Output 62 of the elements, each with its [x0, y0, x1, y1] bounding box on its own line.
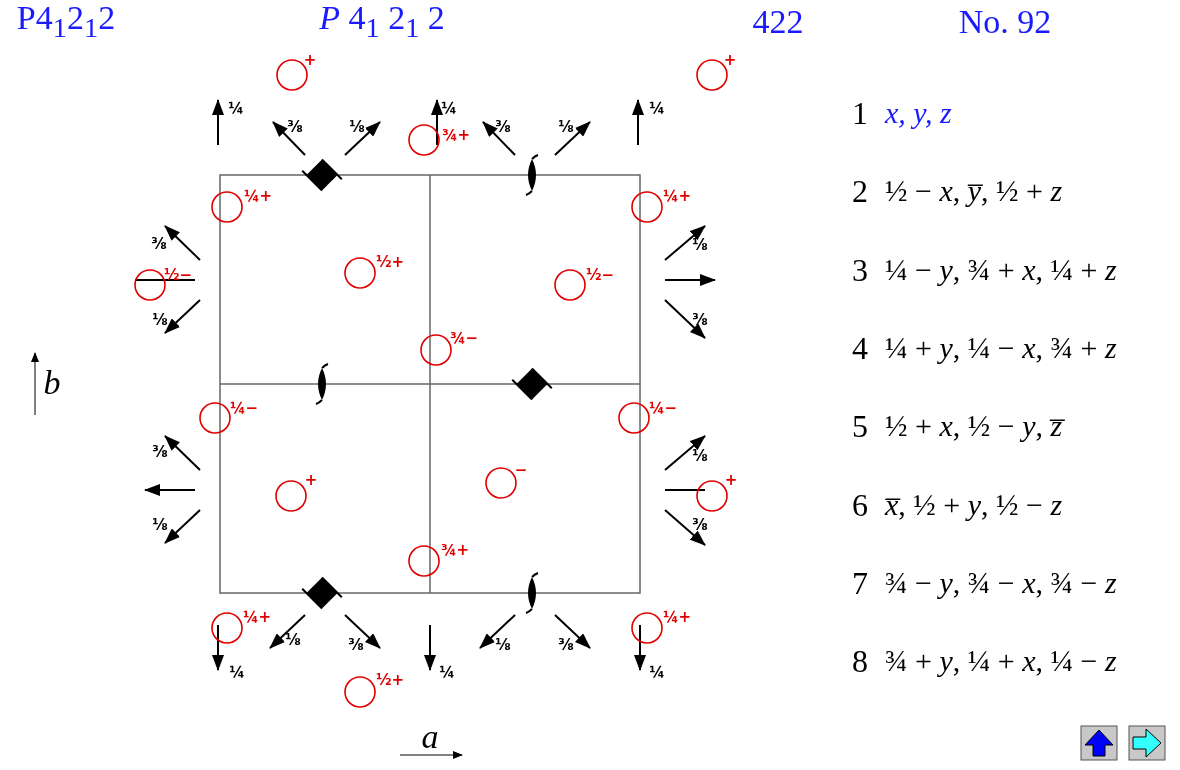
coordinate-triplet: x, y, z	[885, 98, 952, 128]
space-group-symbol: P4$_{1}$2$_{1}$2	[16, 1, 116, 43]
height-label: ¼+	[243, 188, 273, 204]
height-label: ½+	[375, 254, 405, 270]
height-label: ⅜	[287, 119, 303, 135]
height-label: ⅛	[558, 119, 574, 135]
position-number: 4	[852, 331, 868, 364]
height-label: ¼	[649, 100, 665, 116]
height-label: ½+	[375, 672, 405, 688]
coordinate-triplet: ¼ − y, ¾ + x, ¼ + z	[885, 254, 1117, 285]
height-label: ⅛	[152, 312, 168, 328]
height-label: ¼+	[242, 609, 272, 625]
coordinate-triplet: ¾ + y, ¼ + x, ¼ − z	[885, 646, 1117, 677]
height-label: ⅛	[285, 632, 301, 648]
height-label: ¼+	[662, 188, 692, 204]
height-label: ⅜	[348, 637, 364, 653]
height-label: +	[724, 472, 738, 488]
height-label: ¾+	[440, 542, 470, 558]
position-number: 6	[852, 488, 868, 521]
position-number: 2	[852, 175, 868, 208]
coordinate-triplet: ½ + x, ½ − y, z̅	[885, 411, 1063, 442]
height-label: ⅛	[152, 517, 168, 533]
space-group-number: No. 92	[958, 5, 1052, 39]
coordinate-triplet: ¼ + y, ¼ − x, ¾ + z	[885, 332, 1117, 363]
height-label: ⅜	[692, 312, 708, 328]
axis-label: a	[421, 720, 439, 754]
coordinate-triplet: ¾ − y, ¾ − x, ¾ − z	[885, 567, 1117, 598]
height-label: +	[303, 52, 317, 68]
height-label: +	[304, 472, 318, 488]
height-label: −	[514, 462, 528, 478]
position-number: 3	[852, 253, 868, 286]
height-label: +	[723, 52, 737, 68]
height-label: ⅛	[692, 448, 708, 464]
height-label: ½−	[163, 267, 193, 283]
height-label: ¾+	[441, 127, 471, 143]
height-label: ⅛	[495, 637, 511, 653]
height-label: ⅜	[495, 119, 511, 135]
height-label: ¼	[228, 100, 244, 116]
position-number: 8	[852, 645, 868, 678]
height-label: ⅜	[692, 517, 708, 533]
height-label: ⅜	[151, 236, 167, 252]
height-label: ¼	[439, 664, 455, 680]
coordinate-triplet: x̅, ½ + y, ½ − z	[885, 489, 1063, 520]
height-label: ⅜	[152, 444, 168, 460]
axis-label: b	[43, 366, 61, 400]
height-label: ¼	[441, 100, 457, 116]
height-label: ⅜	[558, 637, 574, 653]
height-label: ¾−	[449, 330, 479, 346]
space-group-symbol: P 4$_{1}$ 2$_{1}$ 2	[319, 1, 445, 43]
height-label: ⅛	[692, 237, 708, 253]
height-label: ¼+	[662, 609, 692, 625]
height-label: ¼	[649, 664, 665, 680]
point-group-symbol: 422	[752, 5, 804, 39]
height-label: ½−	[585, 267, 615, 283]
position-number: 1	[852, 97, 868, 129]
height-label: ¼−	[229, 400, 259, 416]
position-number: 7	[852, 566, 868, 599]
height-label: ¼−	[648, 400, 678, 416]
height-label: ⅛	[349, 119, 365, 135]
height-label: ¼	[229, 664, 245, 680]
coordinate-triplet: ½ − x, y̅, ½ + z	[885, 176, 1063, 207]
position-number: 5	[852, 410, 868, 443]
